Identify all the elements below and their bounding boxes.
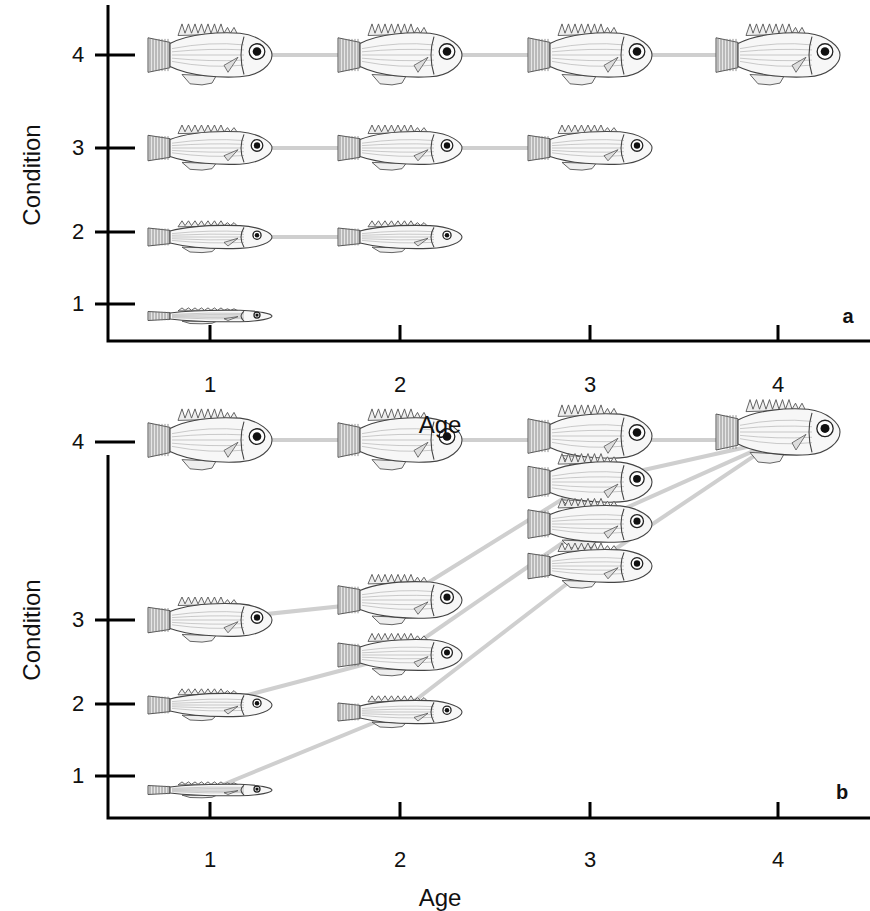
tick-label: 1: [204, 372, 216, 398]
tick-label: 3: [72, 135, 84, 161]
axis-lines: [108, 455, 870, 818]
fish-figure: [148, 24, 272, 85]
growth-line: [590, 440, 778, 566]
axis-title: Age: [419, 884, 462, 911]
fish-figure: [148, 409, 272, 470]
y-tick: [95, 775, 135, 778]
y-tick: [95, 147, 135, 150]
fish-figures: [148, 24, 840, 798]
x-tick: [589, 325, 592, 341]
panel-letter: a: [842, 305, 853, 328]
tick-label: 2: [394, 372, 406, 398]
growth-line: [210, 712, 400, 790]
growth-lines: [210, 55, 778, 790]
tick-label: 3: [584, 847, 596, 873]
fish-figure: [338, 574, 462, 624]
y-tick: [95, 231, 135, 234]
x-tick: [209, 325, 212, 341]
x-tick: [589, 802, 592, 818]
fish-figure: [528, 125, 652, 170]
tick-label: 4: [772, 372, 784, 398]
fish-figure: [528, 454, 652, 510]
x-tick: [399, 325, 402, 341]
fish-figure: [338, 125, 462, 170]
tick-label: 3: [72, 607, 84, 633]
x-tick: [777, 802, 780, 818]
x-tick: [209, 802, 212, 818]
fish-figure: [338, 24, 462, 85]
axis-lines: [108, 5, 870, 341]
fish-figure: [148, 782, 272, 798]
fish-figure: [148, 308, 272, 324]
fish-figure: [528, 543, 652, 588]
tick-label: 2: [394, 847, 406, 873]
x-tick: [399, 802, 402, 818]
axes: [95, 5, 870, 818]
tick-label: 3: [584, 372, 596, 398]
fish-figure: [338, 633, 462, 675]
fish-figure: [148, 597, 272, 642]
fish-figure: [528, 498, 652, 548]
tick-label: 4: [772, 847, 784, 873]
fish-figure: [338, 221, 462, 253]
fish-figure: [528, 405, 652, 466]
tick-label: 1: [72, 763, 84, 789]
growth-line: [210, 438, 778, 442]
fish-figure: [148, 125, 272, 170]
panel-letter: b: [836, 781, 848, 804]
y-tick: [95, 441, 135, 444]
axis-title: Condition: [18, 124, 46, 225]
axis-title: Age: [419, 411, 462, 439]
y-tick: [95, 303, 135, 306]
y-tick: [95, 619, 135, 622]
tick-label: 2: [72, 219, 84, 245]
tick-label: 1: [72, 291, 84, 317]
fish-figure: [716, 24, 840, 85]
x-tick: [777, 325, 780, 341]
fish-figure: [148, 221, 272, 253]
fish-figure: [338, 409, 462, 470]
tick-label: 1: [204, 847, 216, 873]
tick-label: 4: [72, 429, 84, 455]
tick-label: 2: [72, 691, 84, 717]
tick-label: 4: [72, 42, 84, 68]
axis-title: Condition: [18, 579, 46, 680]
fish-figure: [716, 400, 840, 464]
y-tick: [95, 54, 135, 57]
y-tick: [95, 703, 135, 706]
fish-figure: [148, 689, 272, 721]
fish-figure: [338, 696, 462, 728]
fish-figure: [528, 24, 652, 85]
